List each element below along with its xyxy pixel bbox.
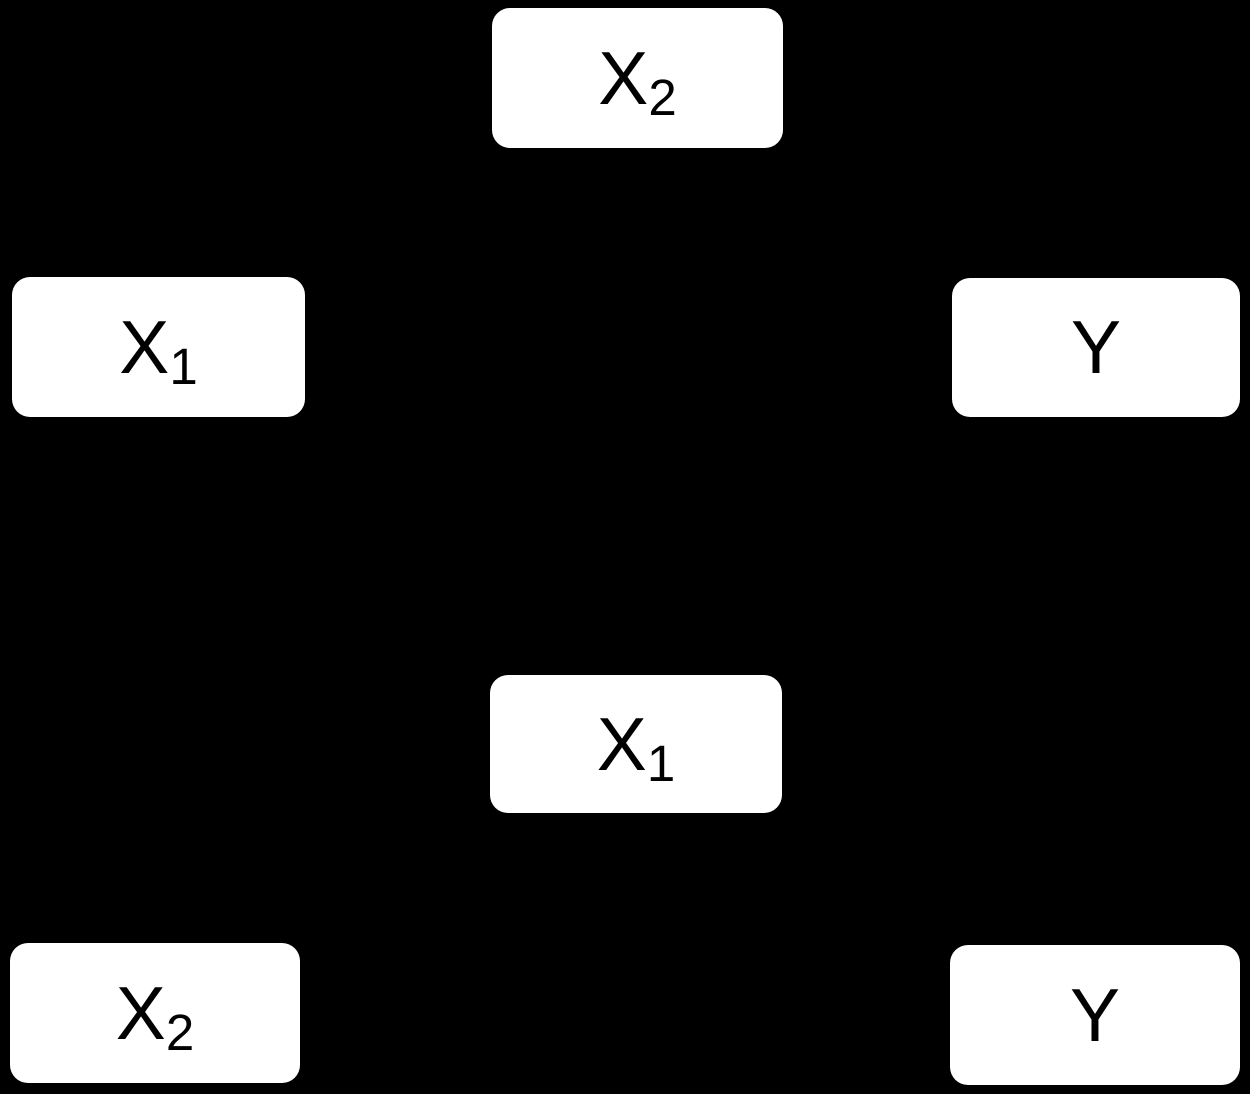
- node-label-x1: X1: [119, 304, 198, 396]
- node-x1-left: X1: [12, 277, 305, 417]
- node-label-y: Y: [1069, 972, 1121, 1057]
- node-label-x2: X2: [115, 970, 195, 1062]
- node-y-bottom-right: Y: [950, 945, 1240, 1085]
- node-x2-top: X2: [492, 8, 783, 148]
- node-label-x1: X1: [596, 701, 676, 793]
- node-y-right: Y: [952, 278, 1240, 417]
- node-x2-bottom-left: X2: [10, 943, 300, 1083]
- node-label-x2: X2: [598, 35, 677, 127]
- node-x1-center: X1: [490, 675, 782, 813]
- node-label-y: Y: [1070, 305, 1122, 389]
